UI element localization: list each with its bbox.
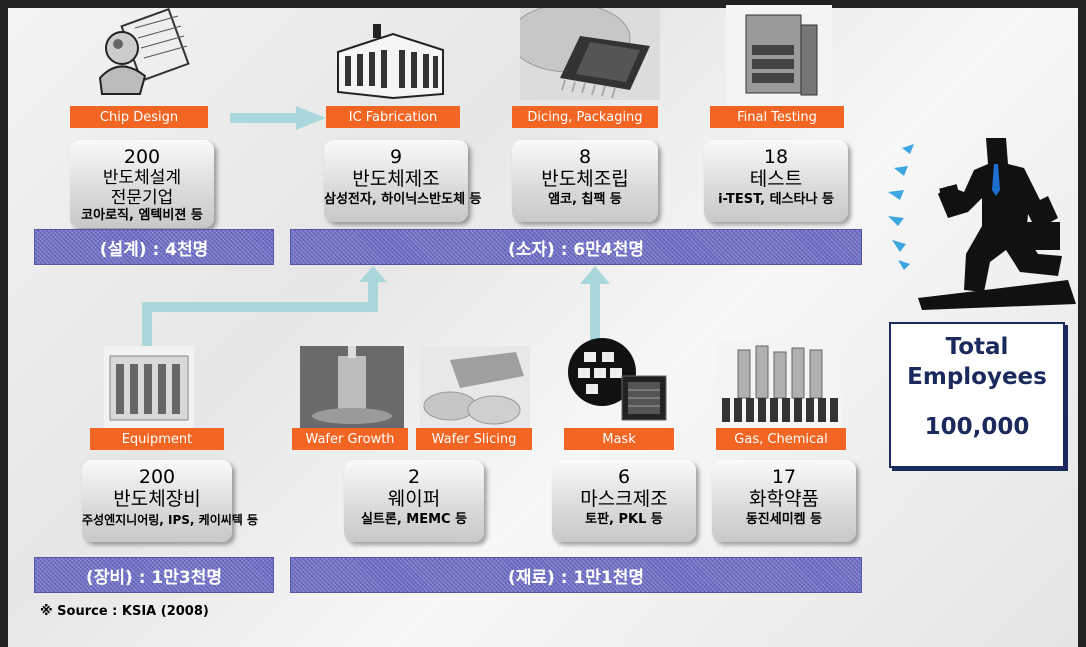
dicing-packaging-photo [520,8,660,100]
final-testing-machine-photo [726,5,832,105]
fab-examples: 삼성전자, 하이닉스반도체 등 [324,192,482,207]
label-final-testing: Final Testing [710,106,844,128]
mask-companies-box: 6 마스크제조 토판, PKL 등 [552,460,696,542]
motion-lines-decoration [888,144,914,270]
chip-design-illustration [98,8,190,95]
fab-companies-box: 9 반도체제조 삼성전자, 하이닉스반도체 등 [324,140,482,222]
chemical-title: 화학약품 [749,488,819,510]
equipment-title: 반도체장비 [113,488,201,510]
wafer-growth-photo [300,346,404,428]
equipment-count: 200 [138,466,176,488]
material-to-device-arrow [580,266,610,340]
equipment-employees-bar: (장비) : 1만3천명 [34,557,274,593]
mask-title: 마스크제조 [580,488,668,510]
mask-reticle-photo [568,338,667,421]
equipment-examples: 주성엔지니어링, IPS, 케이씨텍 등 [82,513,259,527]
mask-count: 6 [617,466,631,488]
fab-count: 9 [389,146,403,168]
design-employees-bar: (설계) : 4천명 [34,229,274,265]
chemical-count: 17 [771,466,797,488]
test-examples: i-TEST, 테스타나 등 [718,192,834,207]
ic-fabrication-building-illustration [337,24,444,100]
label-chip-design: Chip Design [70,106,208,128]
equipment-companies-box: 200 반도체장비 주성엔지니어링, IPS, 케이씨텍 등 [82,460,259,542]
test-companies-box: 18 테스트 i-TEST, 테스타나 등 [704,140,848,222]
label-ic-fabrication: IC Fabrication [326,106,460,128]
total-employees-box: Total Employees 100,000 [889,322,1065,468]
label-equipment: Equipment [90,428,224,450]
equipment-to-device-arrow [142,266,387,346]
assembly-count: 8 [578,146,592,168]
device-employees-bar: (소자) : 6만4천명 [290,229,862,265]
total-title-line2: Employees [907,364,1047,390]
design-count: 200 [123,146,161,168]
design-examples: 코아로직, 엠텍비젼 등 [81,208,203,223]
wafer-count: 2 [407,466,421,488]
equipment-machine-photo [104,346,194,430]
design-companies-box: 200 반도체설계 전문기업 코아로직, 엠텍비젼 등 [70,140,214,228]
wafer-slicing-photo [420,346,530,428]
label-dicing-packaging: Dicing, Packaging [512,106,658,128]
design-title: 반도체설계 [102,168,182,188]
test-title: 테스트 [749,168,803,190]
fab-title: 반도체제조 [352,168,440,190]
businessman-climbing-silhouette [918,138,1076,310]
wafer-title: 웨이퍼 [387,488,441,510]
test-count: 18 [763,146,789,168]
material-employees-bar: (재료) : 1만1천명 [290,557,862,593]
chemical-examples: 동진세미켐 등 [745,512,823,527]
flow-arrow-right [230,106,326,130]
assembly-title: 반도체조립 [541,168,629,190]
design-title-2: 전문기업 [110,188,174,208]
mask-examples: 토판, PKL 등 [585,512,663,527]
wafer-companies-box: 2 웨이퍼 실트론, MEMC 등 [344,460,484,542]
label-mask: Mask [564,428,674,450]
assembly-companies-box: 8 반도체조립 앰코, 칩팩 등 [512,140,658,222]
total-value: 100,000 [924,414,1030,440]
chemical-companies-box: 17 화학약품 동진세미켐 등 [712,460,856,542]
label-wafer-growth: Wafer Growth [292,428,408,450]
wafer-examples: 실트론, MEMC 등 [360,512,468,527]
assembly-examples: 앰코, 칩팩 등 [548,192,622,207]
source-note: ※ Source : KSIA (2008) [40,604,209,619]
gas-chemical-bottles-photo [716,340,842,428]
total-title-line1: Total [945,334,1009,360]
label-wafer-slicing: Wafer Slicing [416,428,532,450]
label-gas-chemical: Gas, Chemical [716,428,846,450]
